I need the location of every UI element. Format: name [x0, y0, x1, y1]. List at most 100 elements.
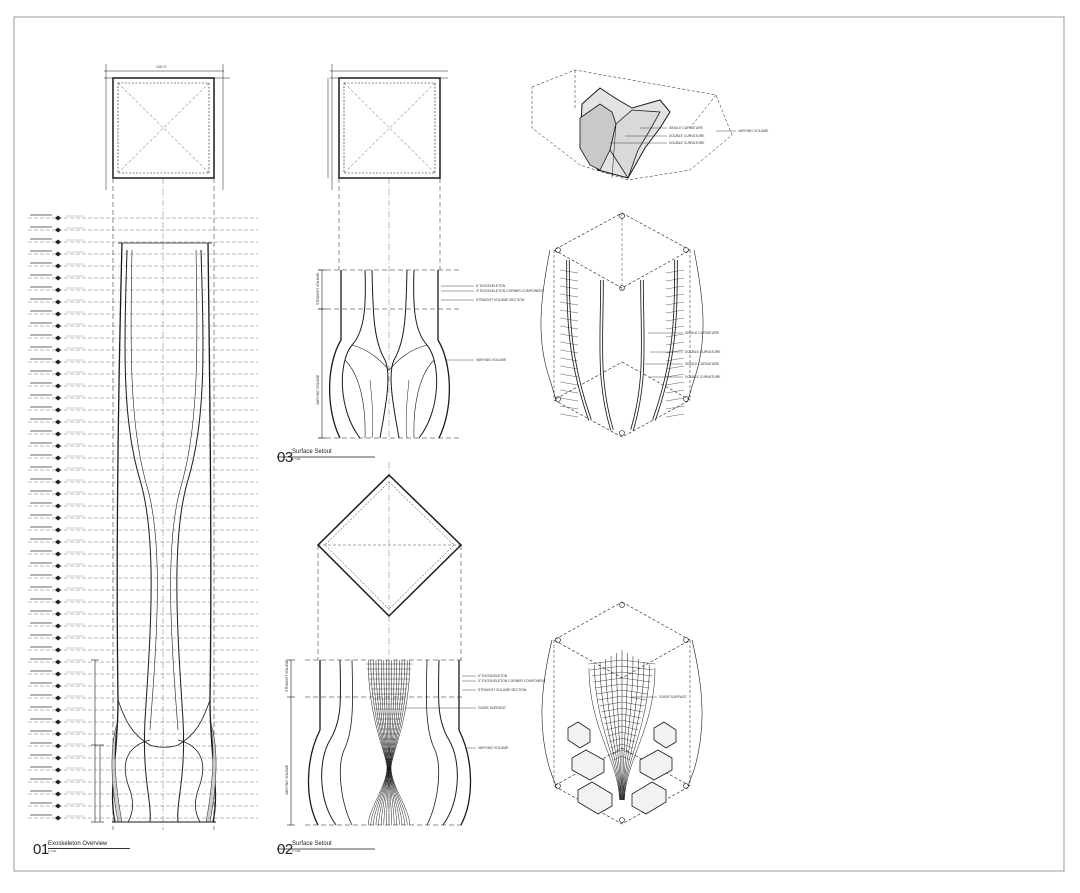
hatch-line	[389, 659, 398, 826]
level-marker-icon	[55, 263, 61, 269]
mesh-line	[621, 671, 653, 677]
exoskeleton-overview-drawing: 100'-0"	[91, 64, 230, 830]
mesh-line	[621, 719, 640, 725]
rib-division	[559, 373, 579, 378]
rib-division	[665, 365, 685, 370]
level-marker-icon	[55, 455, 61, 461]
level-marker-icon	[55, 431, 61, 437]
hatch-line	[390, 659, 411, 826]
corner-detail-drawing	[531, 69, 736, 181]
surface-setout-03-drawing	[277, 64, 474, 458]
drawing-number: 02	[277, 841, 293, 858]
rib-division	[665, 309, 685, 314]
level-marker-icon	[55, 239, 61, 245]
label-varying-volume: VARYING VOLUME	[316, 374, 320, 405]
hatch-line	[370, 659, 388, 826]
mesh-line	[621, 665, 654, 671]
level-marker-icon	[55, 551, 61, 557]
mesh-line	[588, 667, 620, 801]
level-marker-icon	[55, 743, 61, 749]
drawing-scale: 1"=10'	[292, 849, 301, 853]
rib-division	[665, 317, 685, 322]
hatch-line	[386, 659, 390, 826]
rib-division	[665, 277, 685, 282]
level-marker-icon	[55, 371, 61, 377]
level-marker-icon	[55, 791, 61, 797]
label-varying-volume: VARYING VOLUME	[285, 764, 289, 795]
label-straight-volume: STRAIGHT VOLUME	[285, 659, 289, 692]
rib-division	[559, 397, 579, 402]
level-marker-icon	[55, 575, 61, 581]
level-marker-icon	[55, 299, 61, 305]
rib-division	[559, 269, 579, 274]
note-double-curvature: DOUBLE CURVATURE	[669, 134, 705, 138]
note-corner-component: 3" EXOSKELETON CORNER COMPONENT	[476, 289, 544, 293]
rib-division	[665, 357, 685, 362]
rib-division	[665, 381, 685, 386]
rib-division	[559, 277, 579, 282]
mesh-line	[621, 707, 643, 713]
note-varying-volume: VARYING VOLUME	[738, 129, 769, 133]
level-marker-icon	[55, 647, 61, 653]
level-marker-icon	[55, 323, 61, 329]
drawing-name: Exoskeleton Overview	[48, 841, 108, 847]
level-marker-icon	[55, 479, 61, 485]
level-marker-icon	[55, 779, 61, 785]
level-marker-icon	[55, 311, 61, 317]
rib-division	[665, 389, 685, 394]
level-marker-icon	[55, 659, 61, 665]
rib-division	[559, 301, 579, 306]
rib-division	[559, 309, 579, 314]
mesh-line	[599, 701, 623, 707]
mesh-line	[621, 755, 631, 761]
rib-division	[559, 413, 579, 418]
rib-division	[665, 293, 685, 298]
note-exoskeleton-6: 6" EXOSKELETON	[478, 674, 508, 678]
drawing-scale: 1"=10'	[292, 457, 301, 461]
note-single-curvature: SINGLE CURVATURE	[685, 362, 720, 366]
rib-division	[559, 293, 579, 298]
mesh-line	[591, 671, 623, 677]
mesh-line	[596, 689, 623, 695]
mesh-line	[621, 695, 647, 701]
rib-division	[665, 269, 685, 274]
drawing-title-01: 01 Exoskeleton Overview 1"=10'	[33, 841, 130, 859]
note-guide-surface: GUIDE SURFACE	[659, 695, 687, 699]
drawing-title-02: 02 Surface Setout 1"=10'	[277, 841, 332, 859]
mesh-line	[607, 731, 623, 737]
rib-division	[665, 413, 685, 418]
hatch-line	[389, 659, 395, 826]
drawing-scale: 1"=10'	[48, 849, 57, 853]
mesh-line	[622, 655, 634, 801]
level-marker-icon	[55, 215, 61, 221]
level-marker-icon	[55, 563, 61, 569]
level-marker-icon	[55, 707, 61, 713]
rib-division	[665, 333, 685, 338]
level-marker-icon	[55, 539, 61, 545]
level-marker-icon	[55, 251, 61, 257]
mesh-line	[621, 737, 636, 743]
guide-surface-mesh	[588, 650, 656, 801]
mesh-line	[590, 665, 623, 671]
rib-division	[665, 325, 685, 330]
surface-setout-02-drawing	[277, 462, 476, 850]
level-marker-icon	[55, 227, 61, 233]
drawing-number: 03	[277, 449, 293, 466]
rib-division	[559, 349, 579, 354]
note-straight-volume: STRAIGHT VOLUME SECTION	[478, 688, 527, 692]
annotations: 6" EXOSKELETON 3" EXOSKELETON CORNER COM…	[285, 126, 769, 795]
level-marker-icon	[55, 731, 61, 737]
hatch-line	[367, 659, 388, 826]
level-markers	[28, 214, 258, 821]
level-marker-icon	[55, 491, 61, 497]
isometric-curvature-drawing	[540, 212, 704, 438]
level-marker-icon	[55, 611, 61, 617]
drawing-name: Surface Setout	[292, 841, 332, 847]
mesh-line	[621, 689, 648, 695]
hatch-line	[378, 659, 389, 826]
level-marker-icon	[55, 695, 61, 701]
mesh-line	[594, 683, 623, 689]
hatch-line	[383, 659, 389, 826]
rib-division	[665, 349, 685, 354]
